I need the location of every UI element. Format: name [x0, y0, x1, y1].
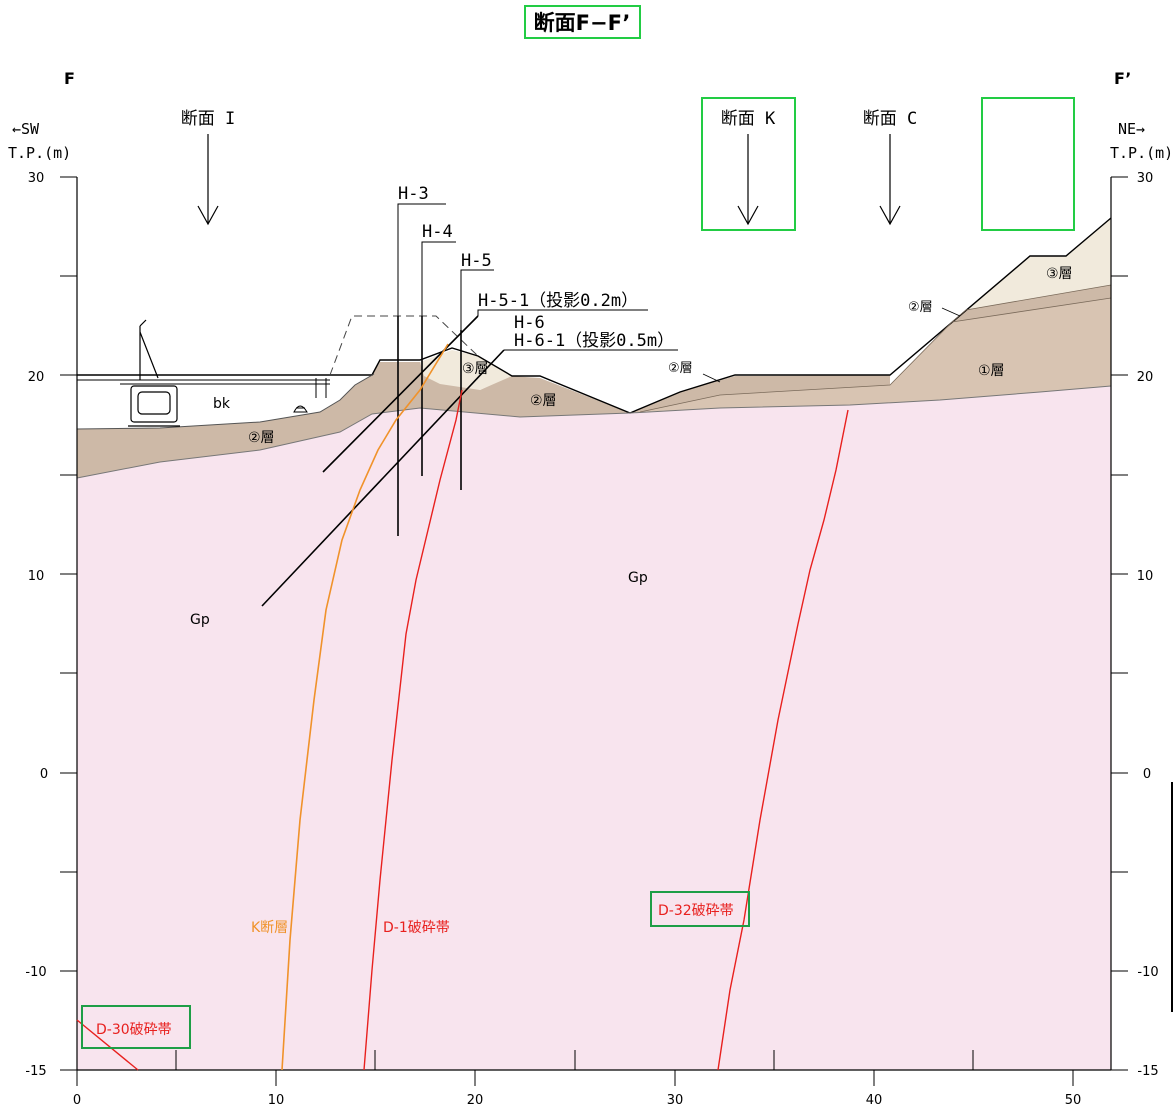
original-ground-dashed — [329, 315, 479, 376]
borehole-h5-1-label: H-5-1（投影0.2m） — [478, 291, 638, 311]
x-tick-10: 10 — [268, 1093, 285, 1108]
layer1-right-label: ①層 — [978, 363, 1005, 379]
fault-d30-label: D-30破砕帯 — [96, 1022, 172, 1038]
y-tick-right-neg10: -10 — [1137, 965, 1158, 980]
layer2-right-upper-label: ②層 — [908, 300, 933, 315]
left-direction: ←SW — [12, 120, 40, 138]
x-tick-40: 40 — [866, 1093, 883, 1108]
section-k-label: 断面 K — [721, 109, 776, 129]
left-end-label: F — [64, 69, 75, 88]
fault-d32-line — [717, 409, 849, 1071]
layer2-left-label: ②層 — [248, 430, 275, 446]
y-tick-right-20: 20 — [1137, 370, 1154, 385]
granite-top — [76, 385, 1112, 479]
section-c-label: 断面 C — [863, 109, 917, 129]
y-tick-left-30: 30 — [28, 171, 45, 186]
x-tick-30: 30 — [667, 1093, 684, 1108]
right-axis-unit: T.P.(m) — [1110, 144, 1173, 162]
bk-label: bk — [213, 396, 231, 412]
layer2-right-label: ②層 — [668, 361, 693, 376]
x-ticks — [76, 1050, 1074, 1086]
y-tick-left-20: 20 — [28, 370, 45, 385]
borehole-h4-label: H-4 — [422, 222, 453, 242]
layer3-right — [966, 218, 1111, 310]
right-direction: NE→ — [1118, 120, 1145, 138]
y-tick-left-0: 0 — [40, 767, 48, 782]
x-tick-0: 0 — [73, 1093, 81, 1108]
inclined-borehole-lines — [261, 315, 505, 607]
fault-d30-highlight-box — [81, 1005, 191, 1049]
borehole-h3-label: H-3 — [398, 184, 429, 204]
right-y-ticks — [1111, 176, 1128, 1071]
layer2-right-upper-leader — [941, 307, 961, 317]
layer2-left — [77, 374, 374, 478]
layer-boundary-right — [639, 297, 1112, 413]
right-end-label: F’ — [1114, 69, 1131, 88]
borehole-h6-label: H-6 — [514, 313, 545, 333]
granite-label-center: Gp — [628, 570, 648, 586]
section-i-arrow-icon — [197, 134, 219, 226]
borehole-h6-1-label: H-6-1（投影0.5m） — [514, 331, 674, 351]
layer3-hill — [420, 350, 512, 390]
fault-d30-line — [76, 1019, 139, 1071]
small-structure-icon — [293, 405, 308, 413]
layer2-right — [630, 375, 890, 413]
layer3-right-label: ③層 — [1046, 266, 1073, 282]
y-tick-right-0: 0 — [1143, 767, 1151, 782]
layer-boundary-right2 — [951, 284, 1112, 323]
x-tick-50: 50 — [1065, 1093, 1082, 1108]
borehole-lines — [397, 316, 462, 536]
borehole-h5-label: H-5 — [461, 251, 492, 271]
excavator-icon — [128, 319, 180, 427]
section-k-arrow-icon — [737, 134, 759, 226]
x-tick-20: 20 — [467, 1093, 484, 1108]
y-tick-right-neg15: -15 — [1137, 1064, 1158, 1079]
fault-d32-highlight-box — [650, 891, 750, 927]
left-axis-unit: T.P.(m) — [8, 144, 71, 162]
section-i-label: 断面 I — [181, 109, 235, 129]
y-tick-right-30: 30 — [1137, 171, 1154, 186]
layer1-right — [640, 298, 1111, 412]
section-title: 断面F−F’ — [534, 11, 631, 35]
layer2-right-upper — [952, 285, 1111, 322]
title-highlight-box — [524, 5, 641, 39]
platform-icon — [77, 378, 330, 398]
ground-surface — [77, 217, 1112, 414]
bk-base — [76, 373, 375, 430]
fault-d1-line — [363, 389, 463, 1071]
y-tick-left-10: 10 — [28, 569, 45, 584]
empty-highlight-box — [981, 97, 1075, 231]
fault-k-label: K断層 — [251, 920, 288, 936]
layer3-hill-label: ③層 — [462, 361, 489, 377]
y-tick-right-10: 10 — [1137, 569, 1154, 584]
fault-k-line — [281, 343, 449, 1071]
granite-body — [77, 386, 1111, 1070]
fault-d1-label: D-1破砕帯 — [383, 920, 450, 936]
y-tick-left-neg15: -15 — [25, 1064, 46, 1079]
fault-d32-label: D-32破砕帯 — [658, 903, 734, 919]
layer2-right-leader — [702, 373, 721, 383]
granite-label-left: Gp — [190, 612, 210, 628]
section-k-highlight-box — [701, 97, 796, 231]
section-c-arrow-icon — [879, 134, 901, 226]
left-y-ticks — [60, 176, 77, 1071]
layer2-hill-label: ②層 — [530, 393, 557, 409]
y-tick-left-neg10: -10 — [25, 965, 46, 980]
borehole-leaders — [397, 203, 678, 351]
